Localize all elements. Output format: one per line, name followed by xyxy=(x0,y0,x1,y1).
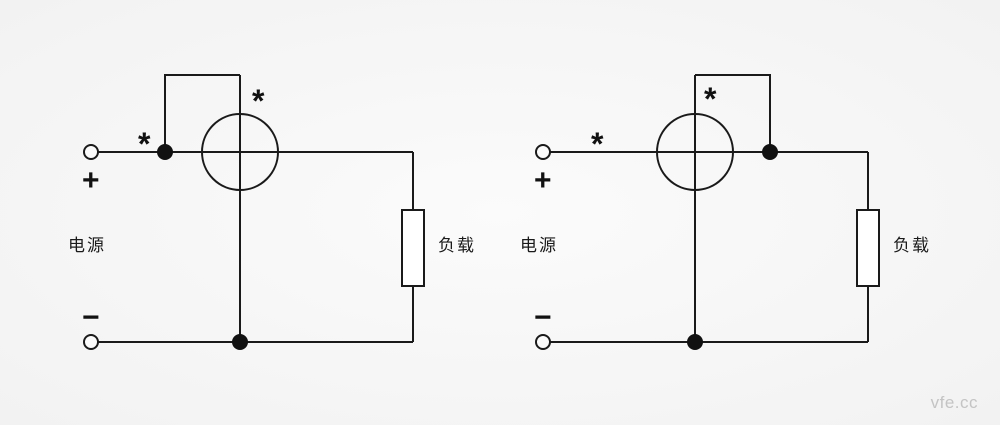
right-junction-dot-top xyxy=(762,144,778,160)
right-source-label: 电源 xyxy=(520,236,558,255)
right-negative-sign: − xyxy=(534,301,552,334)
left-junction-dot-bottom xyxy=(232,334,248,350)
right-wattmeter-circle xyxy=(656,113,734,191)
left-load-label: 负载 xyxy=(438,236,476,255)
left-circuit xyxy=(83,74,425,350)
left-negative-terminal xyxy=(83,334,99,350)
left-source-label: 电源 xyxy=(68,236,106,255)
right-voltage-polarity-star: * xyxy=(704,81,717,117)
right-current-polarity-star: * xyxy=(591,126,604,162)
left-wattmeter-circle xyxy=(201,113,279,191)
left-current-polarity-star: * xyxy=(138,126,151,162)
left-voltage-jumper xyxy=(164,74,240,152)
left-positive-sign: + xyxy=(82,164,100,197)
left-positive-terminal xyxy=(83,144,99,160)
right-positive-sign: + xyxy=(534,164,552,197)
right-load-label: 负载 xyxy=(893,236,931,255)
right-voltage-jumper xyxy=(695,74,771,152)
right-negative-terminal xyxy=(535,334,551,350)
right-circuit xyxy=(535,74,880,350)
right-load-resistor xyxy=(856,209,880,287)
left-negative-sign: − xyxy=(82,301,100,334)
right-positive-terminal xyxy=(535,144,551,160)
left-junction-dot-top xyxy=(157,144,173,160)
left-load-resistor xyxy=(401,209,425,287)
left-voltage-polarity-star: * xyxy=(252,83,265,119)
site-watermark: vfe.cc xyxy=(930,393,978,412)
right-junction-dot-bottom xyxy=(687,334,703,350)
